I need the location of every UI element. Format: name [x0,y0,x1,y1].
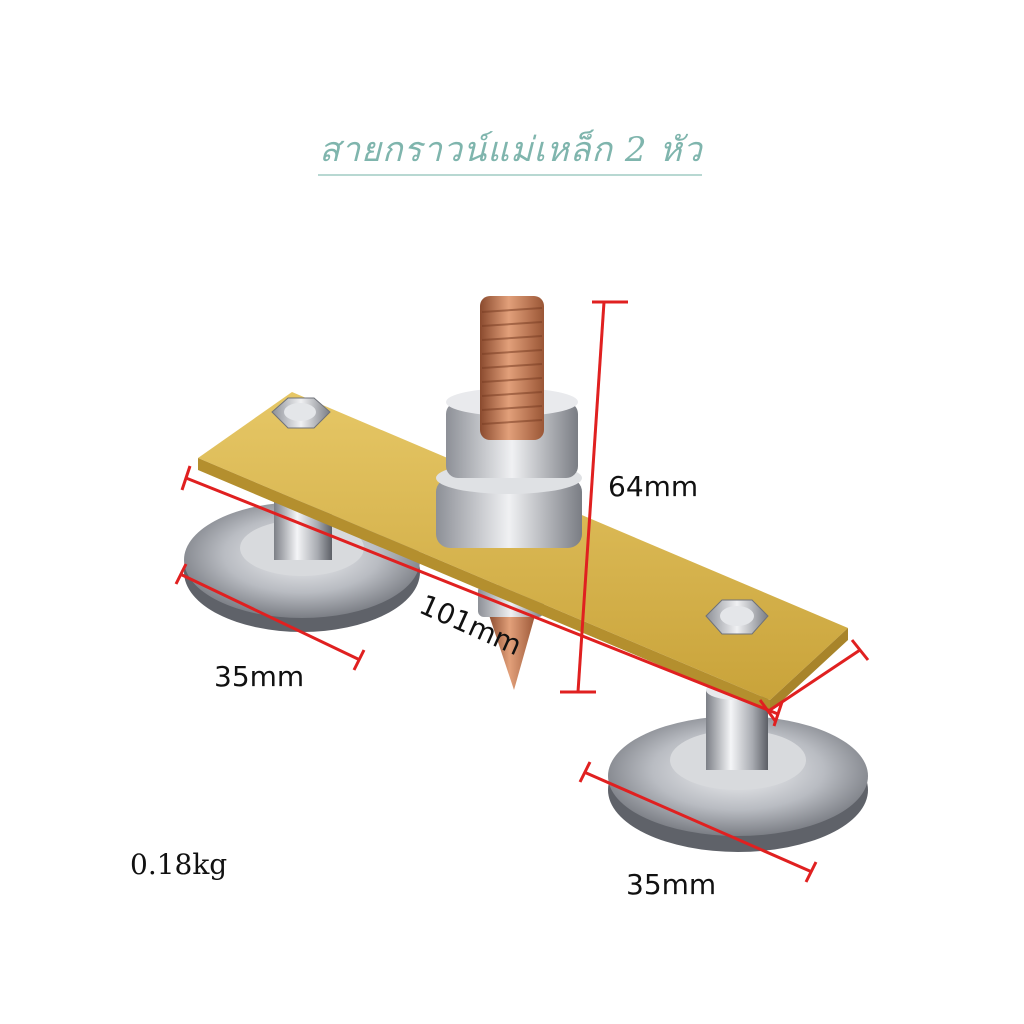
right-magnet-measure-line [578,761,818,883]
page-title: สายกราวน์แม่เหล็ก 2 หัว [319,130,703,170]
left-magnet-measure-line [174,563,366,671]
right-magnet-dimension-label: 35mm [626,868,717,901]
width-measure-line [758,639,870,723]
bolt-right [705,599,769,635]
left-magnet-dimension-label: 35mm [214,660,305,693]
title-underline [318,174,702,176]
weight-label: 0.18kg [130,848,228,881]
height-measure-line [560,300,628,694]
right-magnet [608,680,868,852]
height-dimension-label: 64mm [608,470,699,503]
measure-lines [174,300,870,883]
bolt-left [271,397,331,429]
center-stud [436,296,582,548]
